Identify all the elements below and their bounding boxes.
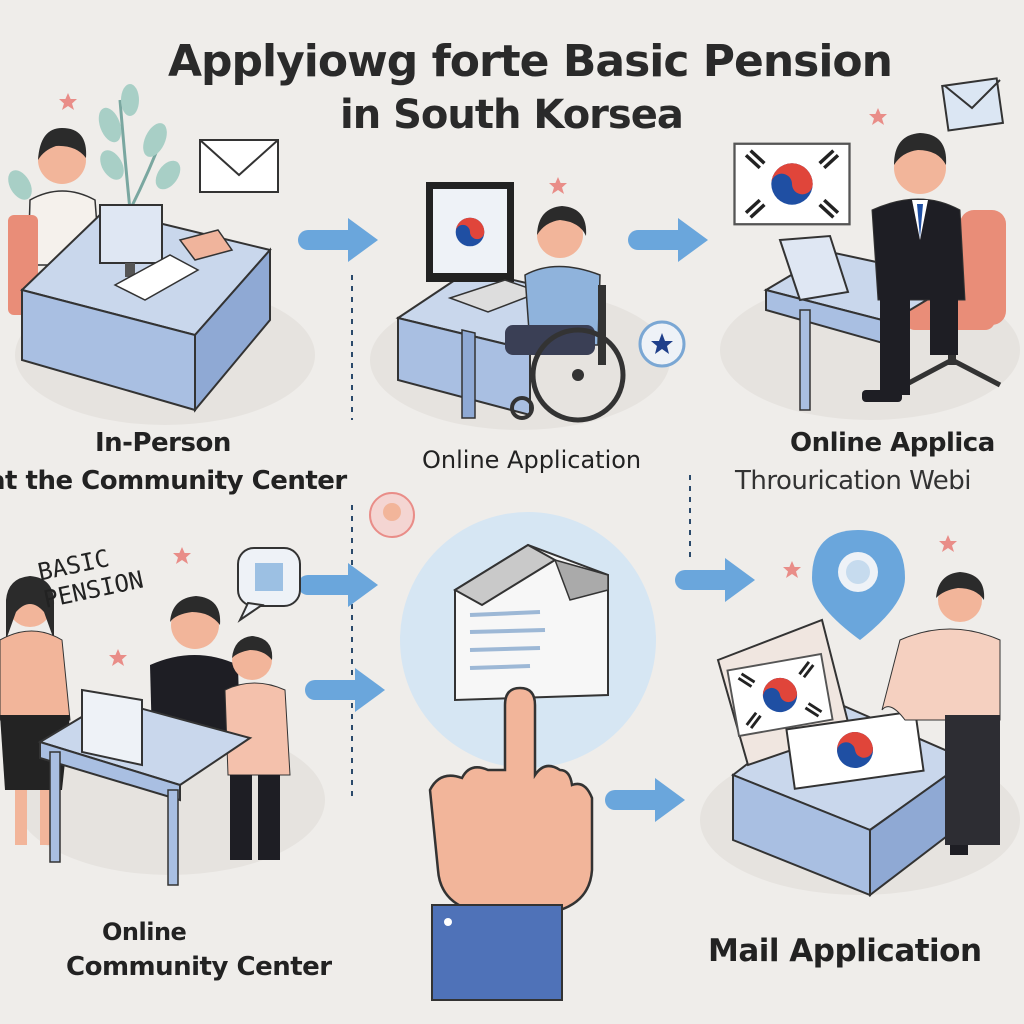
panel-label-in-person: In-Person [95, 428, 231, 458]
arrow-right-icon [605, 778, 685, 822]
pointing-hand-icon [428, 686, 594, 1001]
arrow-right-icon [628, 218, 708, 262]
page-title-line2: in South Korsea [340, 92, 684, 138]
envelope-icon [941, 77, 1005, 132]
arrow-right-icon [675, 558, 755, 602]
arrow-right-icon [298, 218, 378, 262]
envelope-icon [199, 139, 279, 193]
house-document-icon [453, 543, 609, 702]
panel-label-website: Throurication Webi [735, 466, 971, 496]
arrow-right-icon [298, 563, 378, 607]
panel-label-online-applica: Online Applica [790, 428, 995, 458]
panel-label-mail-application: Mail Application [708, 933, 982, 969]
panel-label-online-application: Online Application [422, 446, 642, 474]
panel-label-online-community-center: Community Center [66, 952, 332, 982]
page-title-line1: Applyiowg forte Basic Pension [168, 36, 893, 87]
location-pin-icon [812, 530, 905, 640]
panel-label-community-center: at the Community Center [0, 466, 347, 496]
panel-label-online: Online [102, 918, 187, 946]
arrow-right-icon [305, 668, 385, 712]
